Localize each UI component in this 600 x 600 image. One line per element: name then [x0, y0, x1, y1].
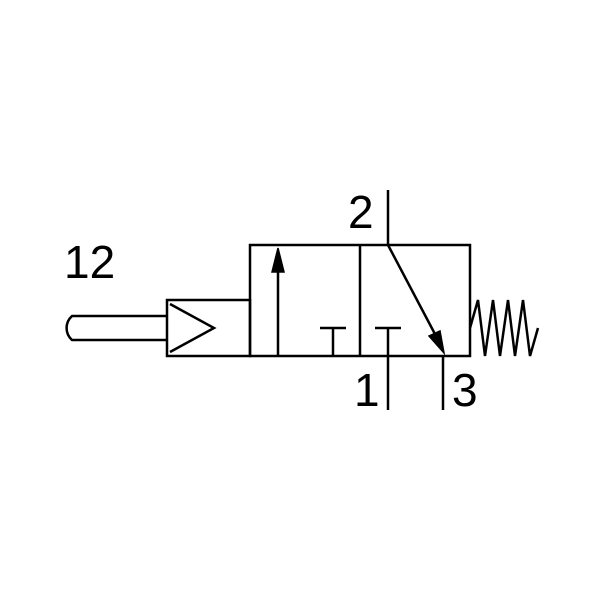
- pilot-line: [65, 314, 167, 342]
- closed-port-t-icon: [375, 326, 401, 356]
- pilot-triangle-icon: [169, 302, 217, 354]
- supply-port-label: 1: [354, 364, 380, 416]
- spring-return-icon: [468, 299, 540, 357]
- closed-port-t-icon: [320, 326, 346, 356]
- flow-arrow-diagonal-icon: [386, 244, 446, 356]
- outlet-port-label: 2: [348, 186, 374, 238]
- exhaust-port-label: 3: [452, 364, 478, 416]
- pilot-port-label: 12: [64, 236, 115, 288]
- flow-arrow-up-icon: [271, 247, 285, 356]
